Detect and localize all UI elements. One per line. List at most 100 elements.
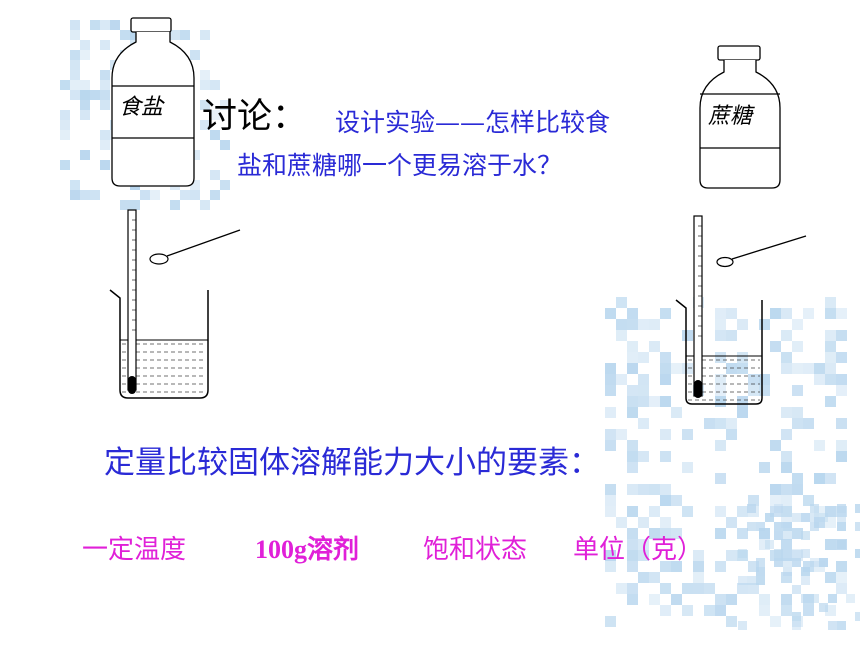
mosaic-tile [825,572,836,583]
mosaic-tile [770,484,781,495]
mosaic-tile [605,550,616,561]
mosaic-tile [660,528,671,539]
mosaic-tile [140,190,150,200]
mosaic-tile [682,506,693,517]
mosaic-tile [801,531,810,540]
mosaic-tile [748,385,759,396]
mosaic-tile [180,190,190,200]
mosaic-tile [803,308,814,319]
mosaic-tile [693,583,704,594]
mosaic-tile [715,594,726,605]
mosaic-tile [781,484,792,495]
mosaic-tile [605,495,616,506]
mosaic-tile [638,572,649,583]
mosaic-tile [660,374,671,385]
mosaic-tile [726,517,737,528]
mosaic-tile [810,558,819,567]
mosaic-tile [737,363,748,374]
mosaic-tile [715,308,726,319]
mosaic-tile [759,594,770,605]
mosaic-tile [120,200,130,210]
mosaic-tile [704,418,715,429]
mosaic-tile [210,110,220,120]
mosaic-tile [819,558,828,567]
mosaic-tile [737,352,748,363]
mosaic-tile [792,407,803,418]
mosaic-tile [200,70,210,80]
mosaic-tile [825,297,836,308]
mosaic-tile [774,549,783,558]
mosaic-tile [836,385,847,396]
mosaic-tile [671,407,682,418]
mosaic-tile [792,418,803,429]
mosaic-tile [783,531,792,540]
mosaic-tile [781,330,792,341]
mosaic-tile [792,473,803,484]
mosaic-tile [825,341,836,352]
mosaic-tile [693,561,704,572]
factors-title: 定量比较固体溶解能力大小的要素： [104,445,600,481]
mosaic-tile [627,462,638,473]
mosaic-tile [837,522,846,531]
mosaic-tile [825,517,836,528]
mosaic-tile [170,200,180,210]
mosaic-tile [649,594,660,605]
mosaic-tile [801,513,810,522]
mosaic-tile [715,352,726,363]
mosaic-tile [715,374,726,385]
mosaic-tile [825,308,836,319]
mosaic-tile [855,549,860,558]
mosaic-tile [715,440,726,451]
mosaic-tile [819,603,828,612]
salt-bottle [111,17,195,187]
mosaic-tile [781,407,792,418]
mosaic-tile [810,522,819,531]
mosaic-tile [792,385,803,396]
mosaic-tile [759,528,770,539]
mosaic-tile [803,561,814,572]
mosaic-tile [770,495,781,506]
mosaic-tile [792,484,803,495]
mosaic-tile [70,90,80,100]
mosaic-tile [836,418,847,429]
mosaic-tile [792,319,803,330]
mosaic-tile [200,80,210,90]
mosaic-tile [693,572,704,583]
mosaic-tile [682,605,693,616]
mosaic-tile [100,160,110,170]
mosaic-tile [759,462,770,473]
mosaic-tile [819,513,828,522]
mosaic-tile [627,407,638,418]
mosaic-tile [60,80,70,90]
mosaic-tile [726,363,737,374]
mosaic-tile [100,80,110,90]
mosaic-tile [726,330,737,341]
salt-bottle-label: 食盐 [119,95,164,120]
mosaic-tile [80,80,90,90]
mosaic-tile [660,308,671,319]
mosaic-tile [627,363,638,374]
mosaic-tile [120,30,130,40]
mosaic-tile [747,504,756,513]
factor-temperature: 一定温度 [82,535,187,565]
mosaic-tile [627,462,638,473]
mosaic-tile [781,605,792,616]
mosaic-tile [803,495,814,506]
mosaic-tile [737,396,748,407]
mosaic-tile [660,396,671,407]
mosaic-tile [781,550,792,561]
mosaic-tile [747,576,756,585]
mosaic-tile [627,308,638,319]
mosaic-tile [803,605,814,616]
mosaic-tile [660,561,671,572]
mosaic-tile [671,561,682,572]
mosaic-tile [627,352,638,363]
mosaic-tile [70,190,80,200]
mosaic-tile [605,429,616,440]
mosaic-tile [781,572,792,583]
mosaic-tile [80,50,90,60]
mosaic-tile [726,418,737,429]
mosaic-tile [70,30,80,40]
mosaic-tile [638,484,649,495]
mosaic-tile [638,319,649,330]
